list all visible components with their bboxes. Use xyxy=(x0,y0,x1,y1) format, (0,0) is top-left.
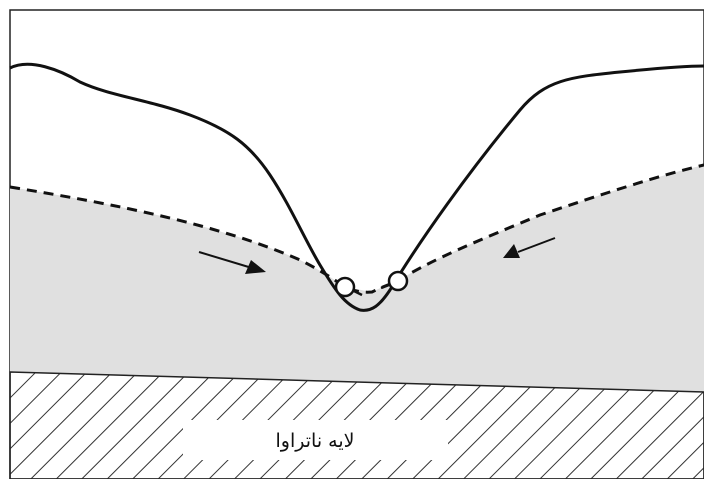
layer-label: لایه ناتراوا xyxy=(276,430,355,452)
